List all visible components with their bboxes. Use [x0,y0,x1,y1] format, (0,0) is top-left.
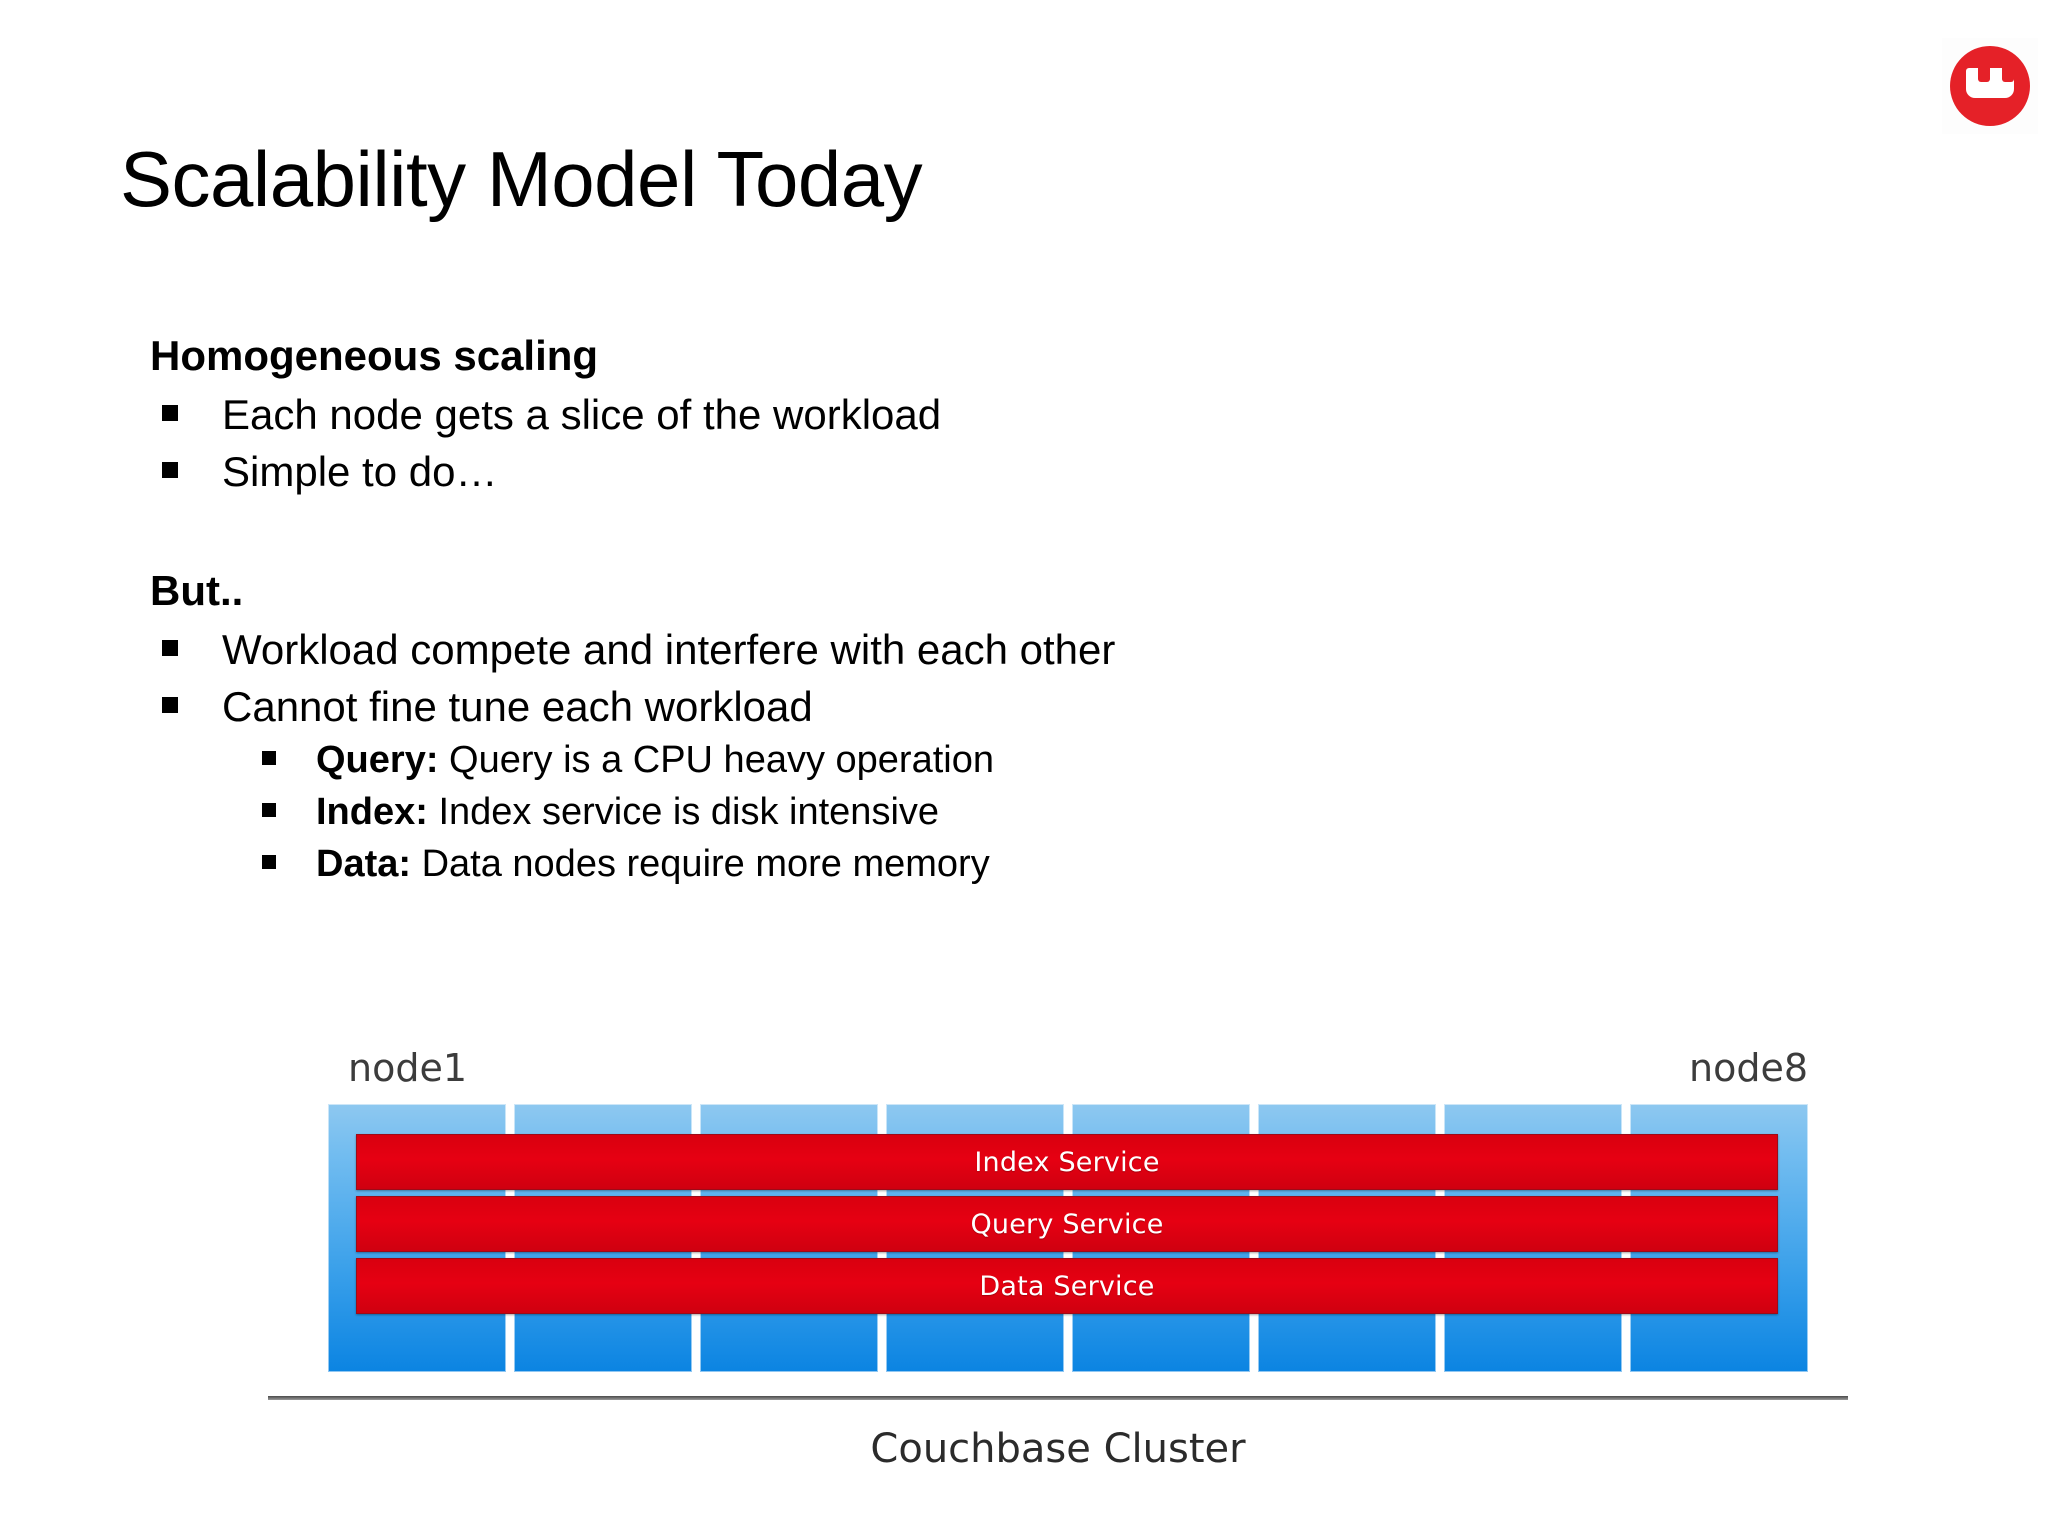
node-label-first: node1 [348,1046,468,1090]
node-label-last: node8 [1688,1046,1808,1090]
square-bullet-icon [162,404,178,421]
logo-notch-right-icon [2002,68,2014,82]
cluster-node-4 [886,1104,1064,1372]
cluster-node-1 [328,1104,506,1372]
cluster-node-3 [700,1104,878,1372]
sub-list-item-emphasis: Data: [316,843,412,886]
square-bullet-icon [162,461,178,478]
square-bullet-icon [162,639,178,656]
logo-notch-left-icon [1978,68,1990,82]
list-item-label: Cannot fine tune each workload [222,682,813,730]
sub-list-item-index: Index: Index service is disk intensive [150,789,1650,837]
cluster-node-5 [1072,1104,1250,1372]
cluster-box: Index Service Query Service Data Service [328,1104,1808,1372]
page-title: Scalability Model Today [120,135,923,223]
list-item: Cannot fine tune each workload [150,681,1650,734]
list-item-label: Workload compete and interfere with each… [222,625,1116,673]
cluster-node-7 [1444,1104,1622,1372]
square-bullet-icon [262,803,276,818]
section-heading-homogeneous-scaling: Homogeneous scaling [150,332,599,379]
cluster-node-8 [1630,1104,1808,1372]
sub-list-item-label: Data nodes require more memory [411,843,990,886]
section-spacer [150,503,1650,565]
sub-list-item-query: Query: Query is a CPU heavy operation [150,737,1650,785]
couchbase-cluster-diagram: node1 node8 Index Service Query Service … [268,1046,1868,1476]
list-item-label: Simple to do… [222,447,498,495]
section-heading-but: But.. [150,566,244,614]
list-item-label: Each node gets a slice of the workload [222,390,942,438]
square-bullet-icon [162,696,178,713]
list-item: Simple to do… [150,446,1650,499]
list-item: Each node gets a slice of the workload [150,389,1650,442]
node-column-group [328,1104,1808,1372]
slide-body: Homogeneous scaling Each node gets a sli… [150,330,1650,893]
cluster-caption: Couchbase Cluster [870,1426,1246,1472]
couchbase-logo [1942,38,2038,134]
cluster-baseline [268,1396,1848,1400]
square-bullet-icon [262,855,276,870]
sub-list-item-emphasis: Index: [316,791,428,834]
sub-list-item-data: Data: Data nodes require more memory [150,841,1650,889]
square-bullet-icon [262,751,276,766]
sub-list-item-emphasis: Query: [316,739,439,782]
sub-list-item-label: Query is a CPU heavy operation [438,739,994,782]
cluster-node-6 [1258,1104,1436,1372]
cluster-node-2 [514,1104,692,1372]
sub-list-item-label: Index service is disk intensive [427,791,940,834]
list-item: Workload compete and interfere with each… [150,624,1650,677]
